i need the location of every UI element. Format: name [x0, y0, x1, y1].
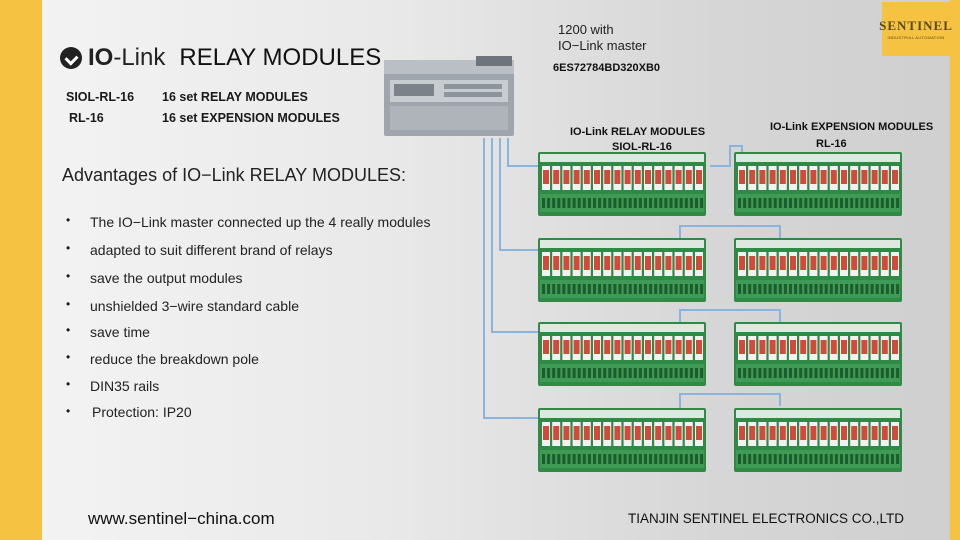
plc-label-line2: IO−Link master	[558, 38, 647, 53]
model-code: RL-16	[69, 111, 104, 125]
bullet: •	[66, 377, 71, 391]
right-accent-stripe	[950, 0, 960, 540]
expansion-model-label: RL-16	[816, 138, 847, 150]
advantage-item: unshielded 3−wire standard cable	[90, 298, 299, 314]
model-code: SIOL-RL-16	[66, 90, 135, 104]
relay-model-label: SIOL-RL-16	[612, 141, 672, 153]
module-wiring-diagram	[483, 138, 902, 472]
bullet: •	[66, 213, 71, 227]
advantage-item: save the output modules	[90, 270, 243, 286]
bullet: •	[66, 350, 71, 364]
advantage-item: Protection: IP20	[92, 404, 192, 420]
advantage-item: adapted to suit different brand of relay…	[90, 242, 333, 258]
relay-module	[538, 152, 706, 216]
advantages-title: Advantages of IO−Link RELAY MODULES:	[62, 165, 407, 185]
relay-module	[538, 238, 706, 302]
relay-module	[538, 322, 706, 386]
company-name: TIANJIN SENTINEL ELECTRONICS CO.,LTD	[628, 511, 905, 526]
page-header: IO -Link RELAY MODULES	[60, 44, 381, 72]
page-title: RELAY MODULES	[179, 44, 382, 71]
expansion-modules-header: IO-Link EXPENSION MODULES	[770, 121, 934, 133]
io-link-check-icon	[60, 47, 82, 69]
advantage-item: The IO−Link master connected up the 4 re…	[90, 214, 431, 230]
relay-module	[538, 408, 706, 472]
website-url: www.sentinel−china.com	[88, 509, 275, 528]
model-desc: 16 set EXPENSION MODULES	[162, 111, 340, 125]
relay-modules-header: IO-Link RELAY MODULES	[570, 126, 706, 138]
expansion-module	[734, 238, 902, 302]
bullet: •	[66, 269, 71, 283]
bullet: •	[66, 297, 71, 311]
bullet: •	[66, 323, 71, 337]
plc-image	[384, 56, 514, 136]
logo-word: SENTINEL	[879, 18, 953, 33]
sentinel-logo: SENTINEL INDUSTRIAL AUTOMATION	[879, 2, 953, 56]
bullet: •	[66, 404, 71, 418]
advantage-item: reduce the breakdown pole	[90, 351, 259, 367]
expansion-module	[734, 322, 902, 386]
bullet: •	[66, 241, 71, 255]
brand-io: IO	[88, 44, 114, 71]
model-desc: 16 set RELAY MODULES	[162, 90, 308, 104]
advantage-item: DIN35 rails	[90, 378, 160, 394]
logo-subtitle: INDUSTRIAL AUTOMATION	[887, 35, 945, 40]
left-accent-stripe	[0, 0, 42, 540]
brand-link: -Link	[113, 44, 166, 71]
expansion-module	[734, 408, 902, 472]
plc-label-line1: 1200 with	[558, 22, 614, 37]
advantage-item: save time	[90, 324, 150, 340]
io-link-cables	[483, 138, 781, 419]
plc-order-code: 6ES72784BD320XB0	[553, 62, 661, 74]
expansion-module	[734, 152, 902, 216]
